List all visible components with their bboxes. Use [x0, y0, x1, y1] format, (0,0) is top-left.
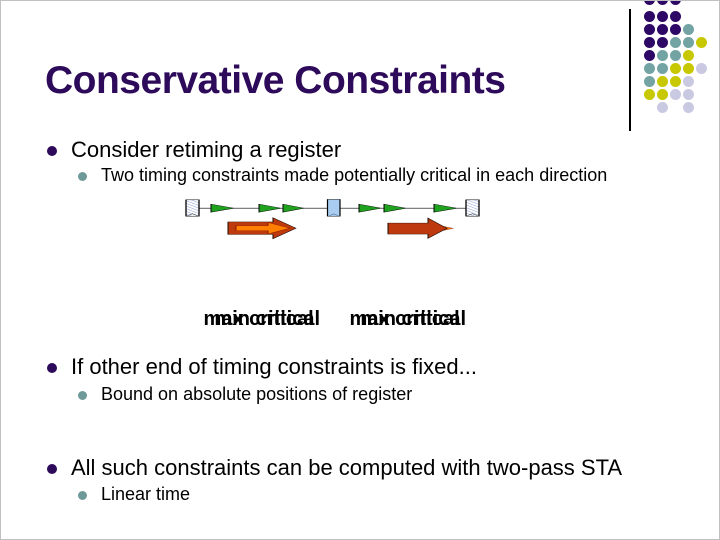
- bullet-marker-l1: [47, 363, 57, 373]
- decor-dot: [657, 89, 668, 100]
- bullet-text: Two timing constraints made potentially …: [101, 165, 608, 185]
- bullet-marker-l2: [78, 172, 87, 181]
- decor-dot: [683, 76, 694, 87]
- buffer-icon: [433, 203, 459, 213]
- bullet-marker-l2: [78, 491, 87, 500]
- retiming-diagram: [185, 199, 480, 240]
- decor-dot: [644, 1, 655, 5]
- max-critical-label: max critical: [203, 308, 314, 330]
- decor-dot: [644, 24, 655, 35]
- decor-dot: [683, 37, 694, 48]
- decor-dot: [644, 11, 655, 22]
- register-left-icon: [185, 199, 200, 217]
- decor-dot: [657, 76, 668, 87]
- register-center-icon: [326, 199, 341, 217]
- bullet-marker-l1: [47, 146, 57, 156]
- decor-dot: [670, 11, 681, 22]
- buffer-icon: [210, 203, 236, 213]
- decor-dot: [670, 89, 681, 100]
- min-critical-label: min critical: [214, 308, 321, 330]
- bullet-text: If other end of timing constraints is fi…: [71, 354, 477, 379]
- decor-dot: [696, 37, 707, 48]
- decor-dot: [683, 50, 694, 61]
- min-critical-label: min critical: [360, 308, 467, 330]
- decor-dot: [644, 63, 655, 74]
- bullet-text: Linear time: [101, 484, 191, 504]
- max-critical-label: max critical: [349, 308, 460, 330]
- decor-dot: [670, 1, 681, 5]
- arrow-label-right: max critical min critical: [324, 308, 494, 334]
- decor-dot: [657, 24, 668, 35]
- min-critical-arrow-left: [235, 222, 291, 235]
- buffer-icon: [282, 203, 306, 213]
- decor-dot: [670, 50, 681, 61]
- decor-dot: [644, 37, 655, 48]
- decor-dot: [683, 24, 694, 35]
- decor-dot: [657, 1, 668, 5]
- buffer-icon: [358, 203, 383, 213]
- decor-dot: [644, 89, 655, 100]
- bullet-text: Consider retiming a register: [71, 137, 342, 162]
- bullet-text: All such constraints can be computed wit…: [71, 455, 623, 480]
- decor-dot: [670, 37, 681, 48]
- bullet-text: Bound on absolute positions of register: [101, 384, 413, 404]
- decor-dot: [657, 11, 668, 22]
- decor-vertical-rule: [629, 9, 631, 131]
- buffer-icon: [258, 203, 283, 213]
- decor-dot: [657, 63, 668, 74]
- register-right-icon: [465, 199, 480, 217]
- decor-dot: [670, 76, 681, 87]
- buffer-icon: [383, 203, 408, 213]
- decor-dot: [696, 63, 707, 74]
- decor-dot: [683, 102, 694, 113]
- decor-dot: [670, 24, 681, 35]
- bullet-marker-l2: [78, 391, 87, 400]
- decor-dot: [657, 50, 668, 61]
- max-critical-arrow-right: [387, 217, 448, 239]
- slide-title: Conservative Constraints: [45, 59, 506, 102]
- decor-dot: [657, 102, 668, 113]
- decor-dot: [683, 63, 694, 74]
- decor-dot: [657, 37, 668, 48]
- decor-dot: [670, 63, 681, 74]
- decor-dot: [644, 50, 655, 61]
- bullet-marker-l1: [47, 464, 57, 474]
- decor-dot: [683, 89, 694, 100]
- arrow-label-left: max critical min critical: [178, 308, 348, 334]
- decor-dot: [644, 76, 655, 87]
